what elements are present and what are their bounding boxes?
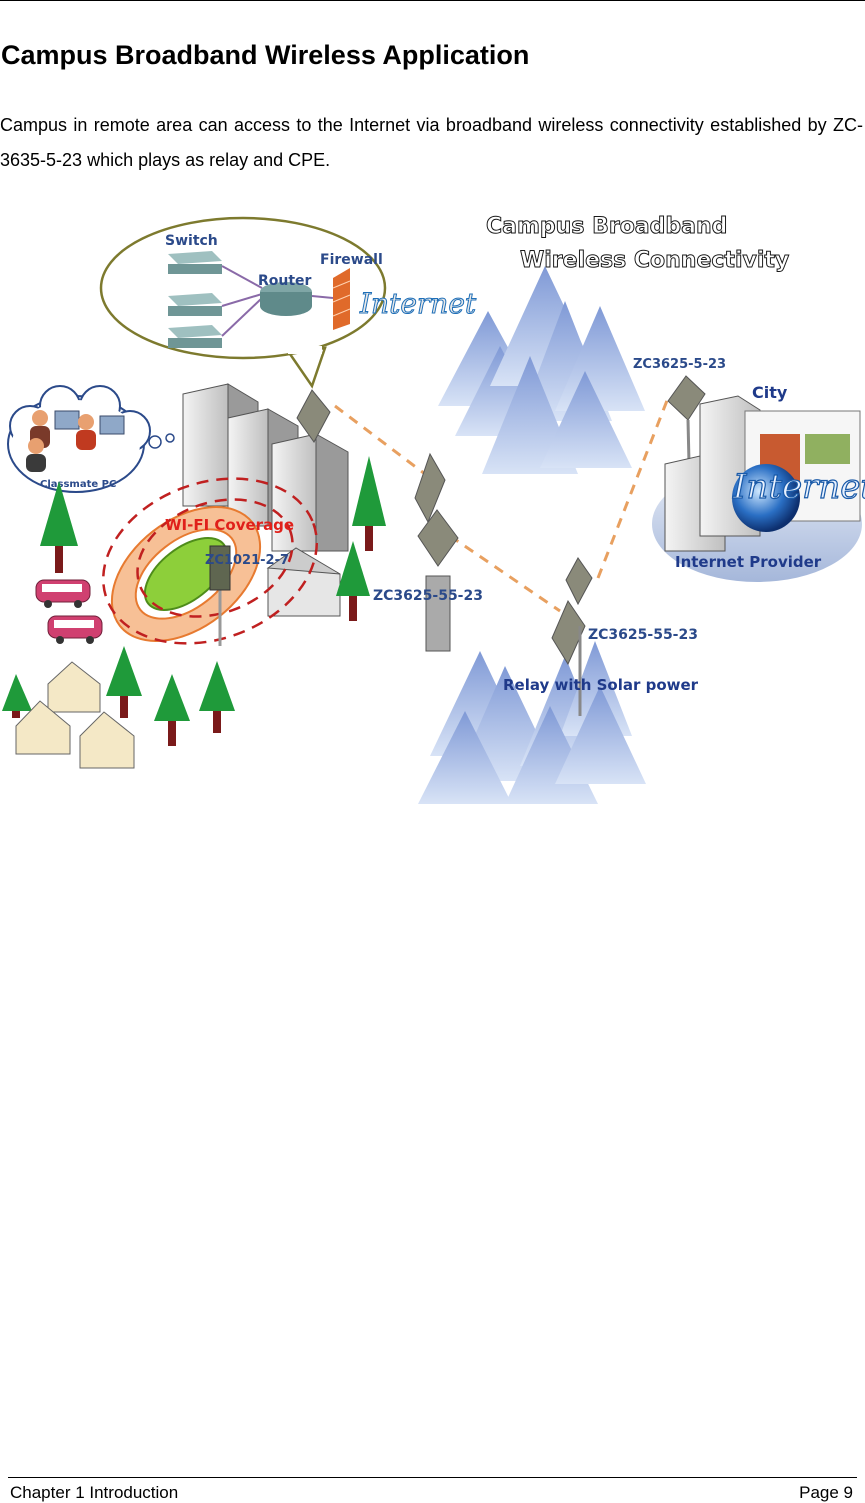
buses <box>35 579 103 644</box>
city-radio-label: ZC3625-5-23 <box>633 357 726 372</box>
firewall-label: Firewall <box>320 252 383 268</box>
relay-label: ZC3625-55-23 <box>588 627 698 643</box>
footer-chapter: Chapter 1 Introduction <box>10 1483 179 1502</box>
switch-icons <box>168 251 263 348</box>
top-rule <box>0 0 865 1</box>
relay-caption: Relay with Solar power <box>503 676 699 694</box>
intro-paragraph: Campus in remote area can access to the … <box>0 115 863 170</box>
cpe-label: ZC3625-55-23 <box>373 588 483 604</box>
switch-label: Switch <box>165 233 218 249</box>
classmate-label: Classmate PC <box>40 479 116 490</box>
router-icon <box>260 282 334 316</box>
houses <box>15 661 135 769</box>
diagram-title-line1: Campus Broadband <box>486 214 727 239</box>
campus-buildings <box>182 383 349 617</box>
ap-label: ZC1021-2-7 <box>205 553 289 568</box>
antennas <box>296 375 706 716</box>
page-heading: Campus Broadband Wireless Application <box>1 40 530 70</box>
classmate-cloud <box>7 385 175 493</box>
footer-rule <box>8 1477 857 1478</box>
diagram-title-line2: Wireless Connectivity <box>520 248 789 273</box>
wireless-links <box>334 397 670 613</box>
firewall-icon <box>332 268 351 330</box>
upper-mountains <box>438 266 645 474</box>
lower-mountains <box>418 641 646 804</box>
city-label: City <box>752 383 788 402</box>
internet-bubble-label: Internet <box>359 287 477 320</box>
router-label: Router <box>258 273 312 289</box>
ap-pole <box>209 545 231 646</box>
wifi-label: WI-FI Coverage <box>165 516 294 534</box>
trees <box>2 456 386 746</box>
campus-network-diagram: Switch Router Firewall Internet Classmat… <box>2 214 865 804</box>
internet-city-label: Internet <box>732 467 865 507</box>
provider-label: Internet Provider <box>675 553 822 571</box>
footer-page-number: Page 9 <box>799 1483 853 1502</box>
internet-provider-platform <box>652 395 862 582</box>
lan-speech-bubble <box>99 216 387 389</box>
